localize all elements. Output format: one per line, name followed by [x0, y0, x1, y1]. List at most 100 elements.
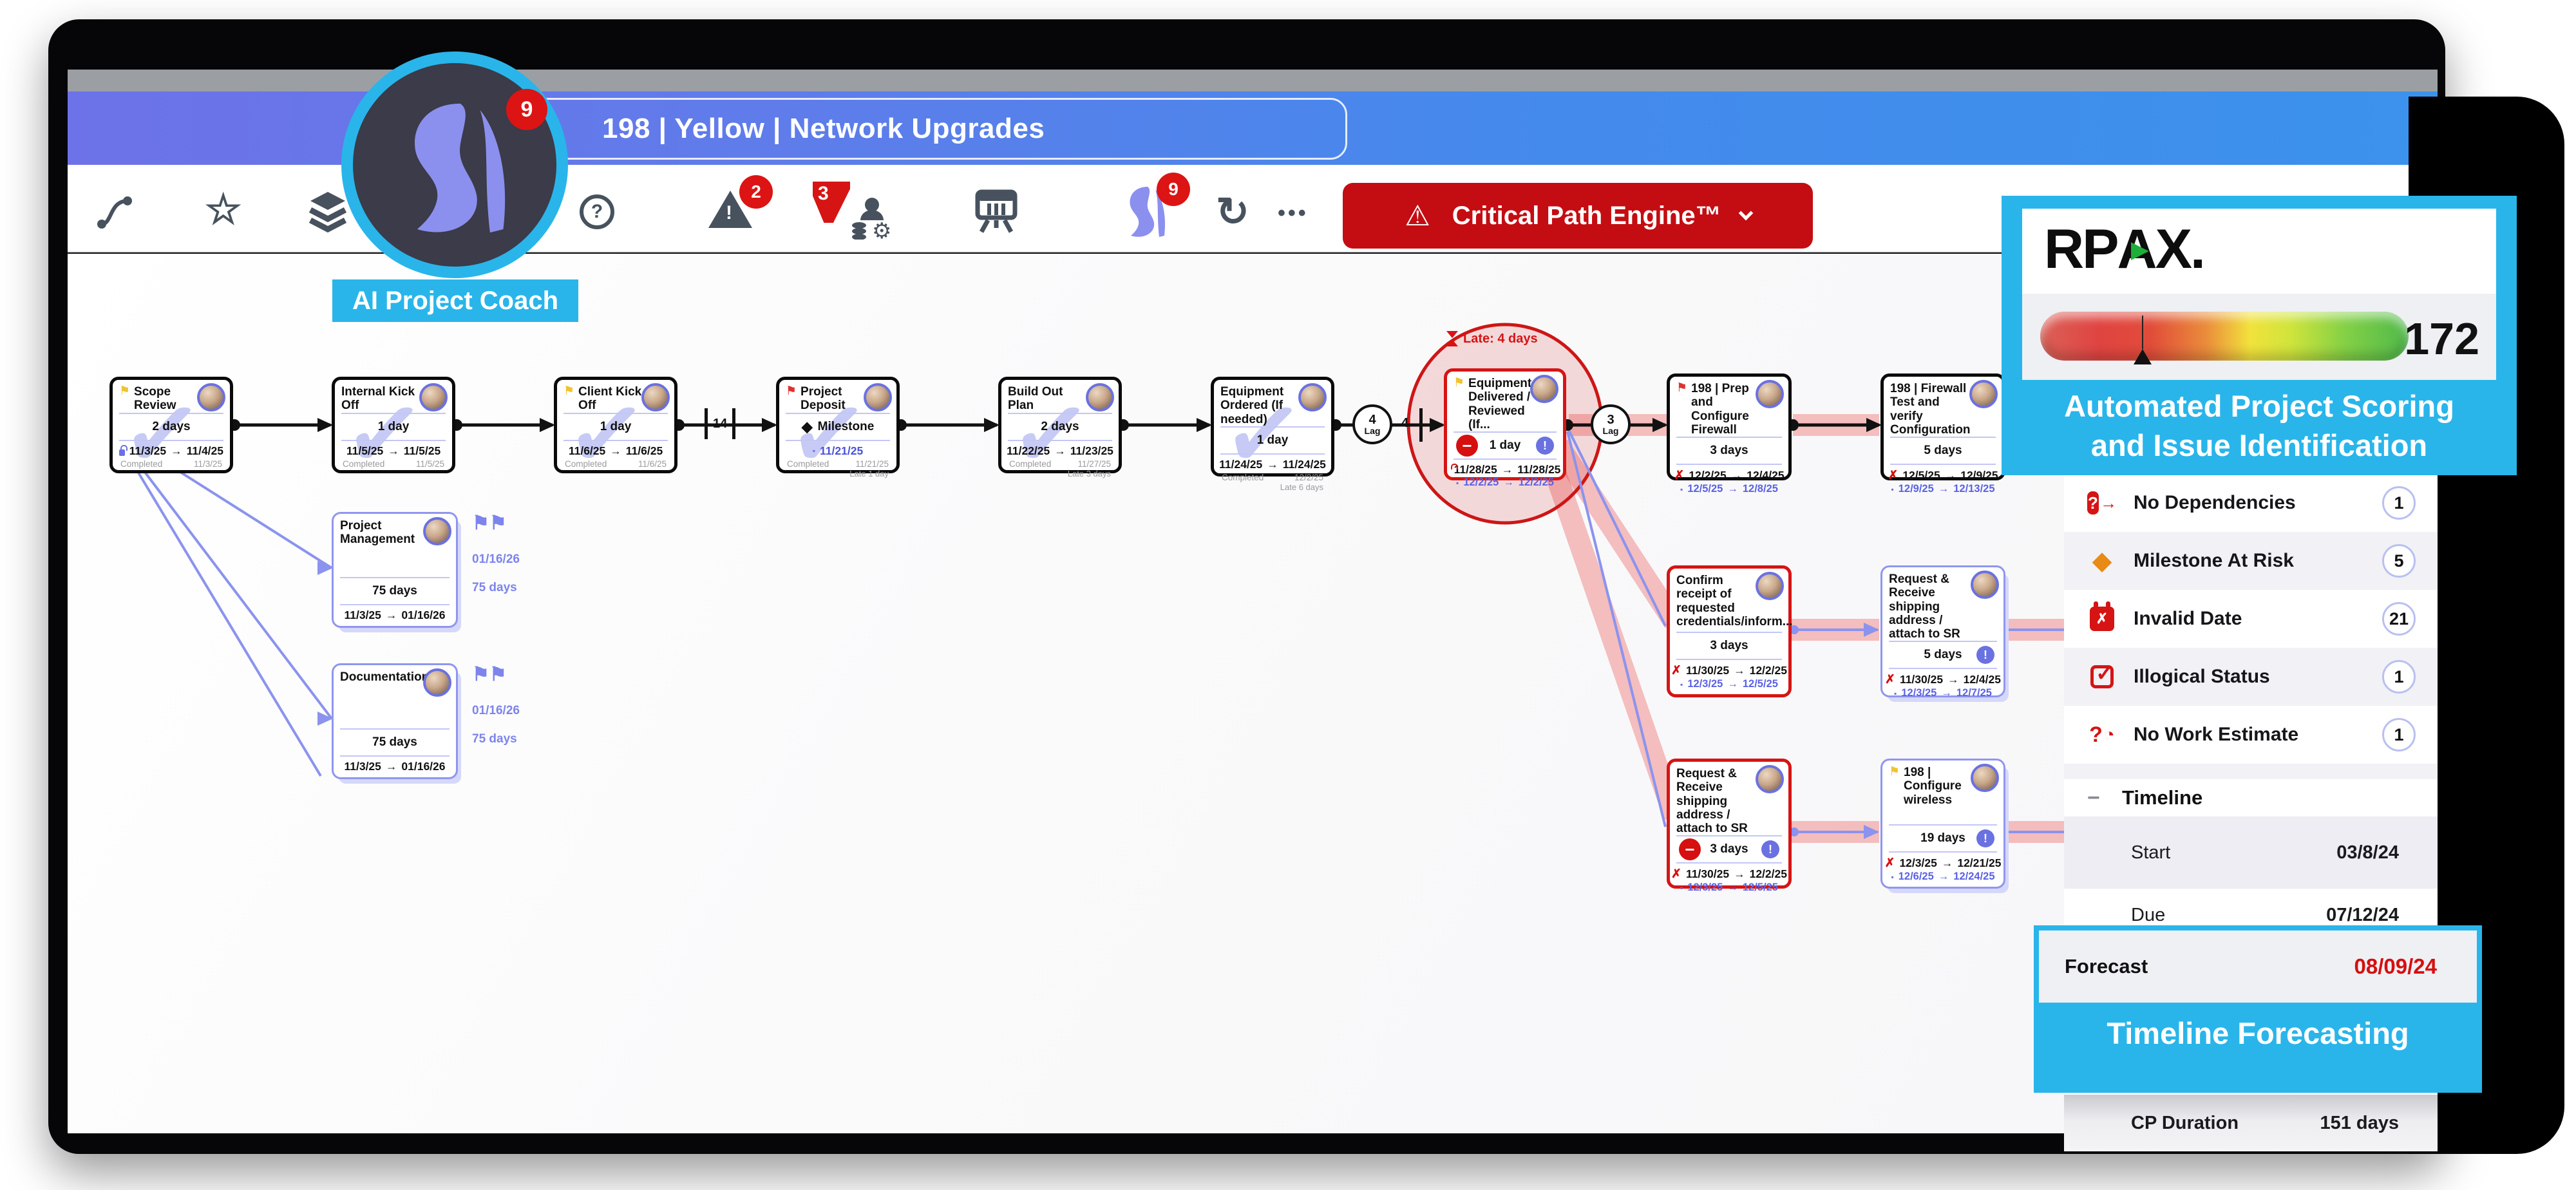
info-icon[interactable]: !	[1761, 840, 1779, 859]
duration-label: 3 days	[1710, 639, 1748, 652]
task-node-client-kick-off[interactable]: ✓ ⚑ Client Kick Off 1 day 11/6/25→11/6/2…	[554, 376, 677, 492]
issue-label: Illogical Status	[2134, 666, 2270, 687]
remove-icon[interactable]: −	[1456, 435, 1478, 457]
score-gauge: 172	[2022, 294, 2496, 380]
task-node-internal-kick-off[interactable]: ✓ Internal Kick Off 1 day 11/5/25→11/5/2…	[332, 376, 455, 492]
avatar	[1971, 764, 1999, 792]
lag-value: 4	[1401, 416, 1409, 430]
invalid-date-icon: ✗	[1888, 469, 1899, 483]
forecast-row: Forecast 08/09/24	[2039, 930, 2477, 1003]
info-icon[interactable]: !	[1976, 829, 1994, 847]
no-work-estimate-icon: ?◔	[2089, 722, 2115, 747]
duration-band: 75 days	[340, 728, 450, 757]
task-title: Project Deposit	[800, 385, 846, 413]
task-node-equipment-delivered[interactable]: ⚑ Equipment Delivered / Reviewed (If... …	[1444, 368, 1566, 488]
ai-assistant-icon[interactable]	[1122, 184, 1170, 240]
planned-dates: 11/28/25→11/28/25	[1450, 463, 1561, 477]
task-node-prep-firewall[interactable]: ⚑ 198 | Prep and Configure Firewall 3 da…	[1667, 373, 1792, 495]
refresh-icon[interactable]: ↻	[1216, 190, 1249, 234]
task-node-firewall-test[interactable]: 198 | Firewall Test and verify Configura…	[1880, 373, 2005, 495]
layers-icon[interactable]	[308, 191, 348, 236]
resources-icon[interactable]: ⚙	[849, 197, 894, 243]
forecast-dates: ▪12/6/25→12/24/25	[1891, 871, 1995, 882]
more-options-icon[interactable]: •••	[1278, 201, 1309, 225]
duration-label: Milestone	[817, 419, 875, 433]
forecast-dates: ▪12/3/25→12/5/25	[1680, 678, 1778, 690]
task-node-equipment-ordered[interactable]: ✓ Equipment Ordered (If needed) 1 day 11…	[1211, 376, 1334, 492]
task-node-confirm-receipt[interactable]: Confirm receipt of requested credentials…	[1667, 565, 1793, 697]
presentation-kiosk-icon[interactable]	[974, 189, 1019, 238]
task-node-build-out-plan[interactable]: ✓ Build Out Plan 2 days 11/22/25→11/23/2…	[998, 376, 1122, 492]
duration-label: 2 days	[152, 419, 191, 433]
issue-row-no-work-estimate[interactable]: ?◔ No Work Estimate 1	[2064, 706, 2438, 764]
milestone-icon: ◆	[801, 418, 813, 435]
forecast-dates: ▪12/5/25→12/8/25	[1680, 483, 1778, 495]
task-node-configure-wireless[interactable]: ⚑ 198 | Configure wireless 19 days ! ✗12…	[1880, 759, 2005, 889]
favorite-star-icon[interactable]: ☆	[205, 186, 242, 232]
timeline-section-header[interactable]: − Timeline	[2064, 779, 2438, 817]
duration-band: 2 days	[1008, 412, 1112, 441]
planned-dates: ✗11/30/25→12/2/25	[1671, 867, 1787, 882]
planned-dates: 11/3/25→01/16/26	[344, 609, 446, 621]
ai-project-coach-button[interactable]: 9	[341, 52, 568, 278]
planned-dates: ✗11/30/25→12/4/25	[1885, 673, 2001, 687]
rpax-play-icon: ▶	[2131, 238, 2148, 262]
help-icon[interactable]: ?	[580, 194, 614, 229]
forecast-callout: Forecast 08/09/24 Timeline Forecasting	[2034, 925, 2482, 1093]
task-node-documentation[interactable]: Documentation 75 days 11/3/25→01/16/26	[332, 663, 458, 779]
task-type-icon: ⚑	[1889, 765, 1900, 779]
planned-dates: ✗11/30/25→12/2/25	[1671, 664, 1787, 677]
duration-label: 3 days	[1710, 444, 1748, 458]
gauge-gradient	[2040, 312, 2409, 364]
planned-dates: ✗12/5/25→12/9/25	[1888, 469, 1998, 483]
issue-label: Invalid Date	[2134, 608, 2242, 629]
issue-row-invalid-date[interactable]: ✗ Invalid Date 21	[2064, 590, 2438, 648]
flag-icon: ⚑⚑	[472, 664, 507, 685]
task-node-scope-review[interactable]: ✓ ⚑ Scope Review 2 days 11/3/25→11/4/25 …	[109, 376, 233, 492]
scoring-callout-caption: Automated Project Scoring and Issue Iden…	[2064, 389, 2454, 463]
info-icon[interactable]: !	[1976, 646, 1994, 665]
avatar	[641, 383, 670, 411]
duration-label: 2 days	[1041, 419, 1079, 433]
info-icon[interactable]: !	[1536, 437, 1554, 455]
avatar	[1086, 383, 1114, 411]
issue-label: No Dependencies	[2134, 492, 2296, 513]
warning-icon: ⚠	[1405, 200, 1430, 232]
duration-label: 19 days	[1920, 831, 1965, 845]
project-title-pill[interactable]: 198 | Yellow | Network Upgrades	[478, 98, 1347, 160]
duration-label: 5 days	[1924, 648, 1962, 662]
lock-icon	[119, 444, 128, 456]
duration-band: ◆ Milestone	[786, 412, 890, 441]
planned-dates: ▪11/21/25	[812, 444, 864, 457]
planned-dates: 11/24/25→11/24/25	[1219, 457, 1326, 471]
issue-row-illogical-status[interactable]: Illogical Status 1	[2064, 648, 2438, 706]
duration-band: 1 day	[564, 412, 668, 441]
issue-row-no-dependencies[interactable]: ?→ No Dependencies 1	[2064, 474, 2438, 532]
task-node-project-management[interactable]: Project Management 75 days 11/3/25→01/16…	[332, 512, 458, 628]
issue-label: No Work Estimate	[2134, 724, 2299, 745]
critical-path-engine-button[interactable]: ⚠ Critical Path Engine™	[1343, 183, 1813, 249]
task-node-project-deposit[interactable]: ✓ ⚑ Project Deposit ◆ Milestone ▪11/21/2…	[776, 376, 900, 492]
duration-band: 3 days	[1676, 437, 1782, 466]
risk-flag-icon[interactable]: 3	[813, 182, 850, 223]
avatar	[1971, 571, 1999, 599]
task-type-icon: ⚑	[564, 384, 575, 398]
issue-row-milestone-at-risk[interactable]: ◆ Milestone At Risk 5	[2064, 532, 2438, 590]
cp-duration-row: CP Duration 151 days	[2064, 1095, 2438, 1151]
dependency-path-icon[interactable]	[95, 193, 134, 235]
duration-label: 1 day	[377, 419, 410, 433]
invalid-date-icon: ✗	[2087, 601, 2117, 631]
invalid-date-icon: ✗	[1884, 856, 1895, 870]
avatar	[864, 383, 892, 411]
task-node-request-shipping-2[interactable]: Request & Receive shipping address / att…	[1667, 759, 1792, 893]
duration-label: 5 days	[1924, 444, 1962, 458]
remove-icon[interactable]: −	[1679, 838, 1701, 861]
duration-label: 1 day	[1489, 439, 1521, 453]
late-label: Late 3 days	[1067, 468, 1111, 478]
collapse-icon[interactable]: −	[2087, 785, 2100, 810]
duration-label: 75 days	[372, 584, 417, 598]
task-node-request-shipping-1[interactable]: Request & Receive shipping address / att…	[1880, 565, 2005, 699]
